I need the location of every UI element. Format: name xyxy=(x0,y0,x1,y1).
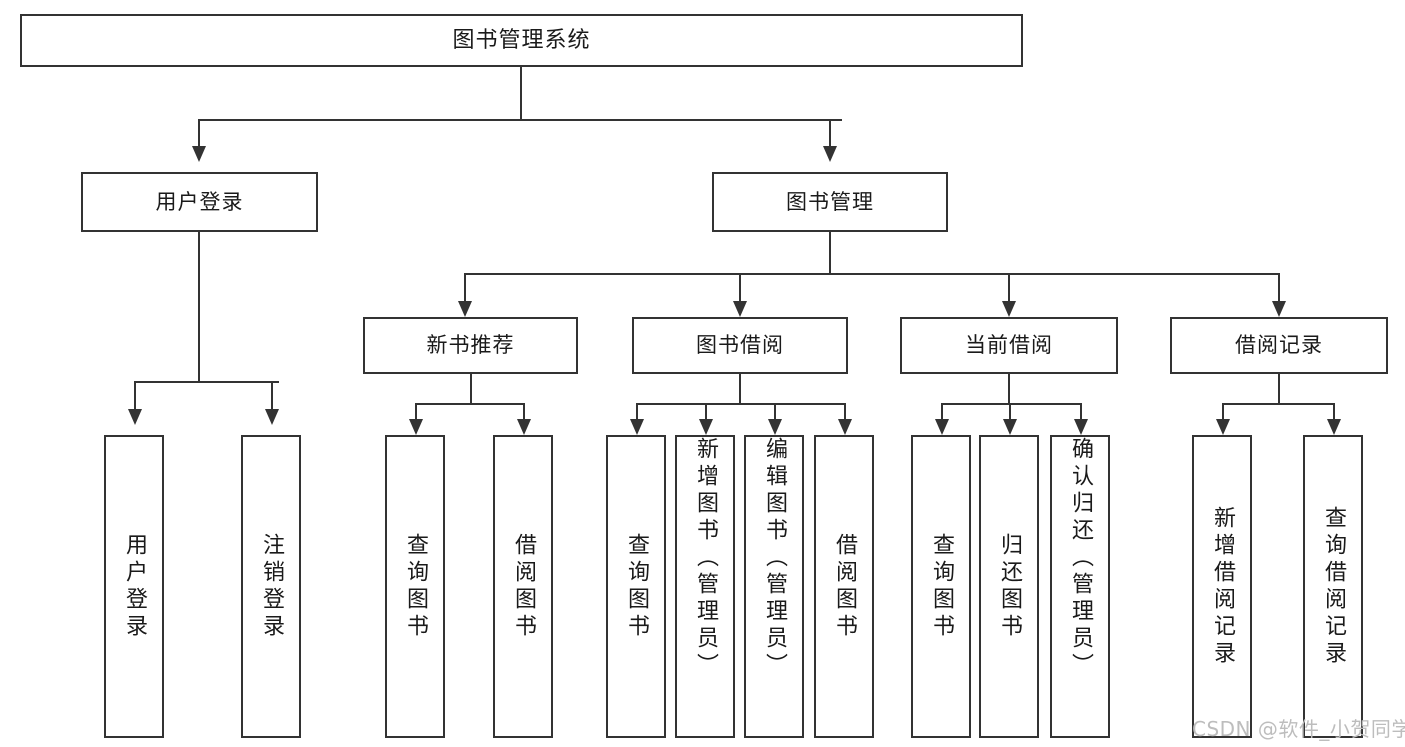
connector-drop-br-add xyxy=(1222,403,1224,423)
connector-drop-bb-add xyxy=(705,403,707,423)
connector-cb-bus xyxy=(941,403,1082,405)
node-label: 编辑图书（管理员） xyxy=(762,437,787,680)
node-label: 图书借阅 xyxy=(696,333,784,357)
leaf-query-borrow-record[interactable]: 查询借阅记录 xyxy=(1303,435,1363,738)
node-label: 借阅图书 xyxy=(511,532,536,641)
connector-drop-bb-lend xyxy=(844,403,846,423)
connector-drop-nb-query xyxy=(415,403,417,423)
node-label: 新增图书（管理员） xyxy=(693,437,718,680)
connector-book-manage-bus xyxy=(464,273,1280,275)
leaf-add-borrow-record[interactable]: 新增借阅记录 xyxy=(1192,435,1252,738)
connector-new-book-bus xyxy=(415,403,525,405)
node-borrow-record[interactable]: 借阅记录 xyxy=(1170,317,1388,374)
node-label: 图书管理系统 xyxy=(452,27,591,53)
node-label: 用户登录 xyxy=(155,189,244,214)
leaf-add-book-admin[interactable]: 新增图书（管理员） xyxy=(675,435,735,738)
connector-bb-stem xyxy=(739,374,741,404)
connector-root-bus xyxy=(198,119,842,121)
node-label: 当前借阅 xyxy=(965,333,1053,357)
node-label: 查询借阅记录 xyxy=(1321,505,1346,668)
connector-drop-borrow-record xyxy=(1278,273,1280,301)
leaf-user-login[interactable]: 用户登录 xyxy=(104,435,164,738)
connector-drop-cb-return xyxy=(1009,403,1011,423)
node-label: 注销登录 xyxy=(259,532,284,641)
arrowhead-current-borrow xyxy=(1002,301,1016,317)
arrowhead-bb-query xyxy=(630,419,644,435)
connector-br-bus xyxy=(1222,403,1335,405)
arrowhead-br-add xyxy=(1216,419,1230,435)
arrowhead-cb-query xyxy=(935,419,949,435)
leaf-lend-book[interactable]: 借阅图书 xyxy=(814,435,874,738)
connector-drop-book-borrow xyxy=(739,273,741,301)
arrowhead-borrow-record xyxy=(1272,301,1286,317)
connector-drop-cb-query xyxy=(941,403,943,423)
connector-drop-cb-confirm xyxy=(1080,403,1082,423)
connector-bb-bus xyxy=(636,403,846,405)
leaf-query-book-current[interactable]: 查询图书 xyxy=(911,435,971,738)
arrowhead-new-book xyxy=(458,301,472,317)
arrowhead-bb-add xyxy=(699,419,713,435)
arrowhead-bb-edit xyxy=(768,419,782,435)
connector-new-book-stem xyxy=(470,374,472,404)
connector-drop-book-manage xyxy=(829,119,831,147)
node-label: 新增借阅记录 xyxy=(1210,505,1235,668)
connector-drop-leaf-user-login xyxy=(134,381,136,409)
connector-drop-user-login xyxy=(198,119,200,147)
connector-drop-nb-borrow xyxy=(523,403,525,423)
node-label: 归还图书 xyxy=(997,532,1022,641)
node-label: 借阅图书 xyxy=(832,532,857,641)
leaf-edit-book-admin[interactable]: 编辑图书（管理员） xyxy=(744,435,804,738)
arrowhead-user-login xyxy=(192,146,206,162)
node-label: 图书管理 xyxy=(786,189,874,214)
connector-book-manage-stem xyxy=(829,232,831,274)
node-new-book-recommend[interactable]: 新书推荐 xyxy=(363,317,578,374)
connector-drop-current-borrow xyxy=(1008,273,1010,301)
arrowhead-book-manage xyxy=(823,146,837,162)
arrowhead-leaf-user-login xyxy=(128,409,142,425)
arrowhead-cb-confirm xyxy=(1074,419,1088,435)
leaf-query-book-borrow[interactable]: 查询图书 xyxy=(606,435,666,738)
leaf-return-book[interactable]: 归还图书 xyxy=(979,435,1039,738)
connector-drop-br-query xyxy=(1333,403,1335,423)
leaf-logout[interactable]: 注销登录 xyxy=(241,435,301,738)
node-label: 用户登录 xyxy=(122,532,147,641)
connector-br-stem xyxy=(1278,374,1280,404)
connector-root-stem xyxy=(520,67,522,119)
node-label: 查询图书 xyxy=(624,532,649,641)
node-label: 确认归还（管理员） xyxy=(1068,437,1093,680)
arrowhead-book-borrow xyxy=(733,301,747,317)
node-user-login[interactable]: 用户登录 xyxy=(81,172,318,232)
node-label: 借阅记录 xyxy=(1235,333,1323,357)
leaf-query-book-recommend[interactable]: 查询图书 xyxy=(385,435,445,738)
connector-drop-leaf-logout xyxy=(271,381,273,409)
arrowhead-bb-lend xyxy=(838,419,852,435)
node-label: 查询图书 xyxy=(403,532,428,641)
node-root-system[interactable]: 图书管理系统 xyxy=(20,14,1023,67)
arrowhead-leaf-logout xyxy=(265,409,279,425)
connector-drop-bb-query xyxy=(636,403,638,423)
arrowhead-nb-borrow xyxy=(517,419,531,435)
node-label: 新书推荐 xyxy=(426,333,515,357)
leaf-borrow-book-recommend[interactable]: 借阅图书 xyxy=(493,435,553,738)
arrowhead-nb-query xyxy=(409,419,423,435)
connector-drop-bb-edit xyxy=(774,403,776,423)
node-current-borrow[interactable]: 当前借阅 xyxy=(900,317,1118,374)
connector-user-login-bus xyxy=(134,381,279,383)
node-book-management[interactable]: 图书管理 xyxy=(712,172,948,232)
connector-user-login-stem xyxy=(198,232,200,382)
connector-cb-stem xyxy=(1008,374,1010,404)
arrowhead-br-query xyxy=(1327,419,1341,435)
leaf-confirm-return-admin[interactable]: 确认归还（管理员） xyxy=(1050,435,1110,738)
connector-drop-new-book xyxy=(464,273,466,301)
node-book-borrow[interactable]: 图书借阅 xyxy=(632,317,848,374)
arrowhead-cb-return xyxy=(1003,419,1017,435)
node-label: 查询图书 xyxy=(929,532,954,641)
